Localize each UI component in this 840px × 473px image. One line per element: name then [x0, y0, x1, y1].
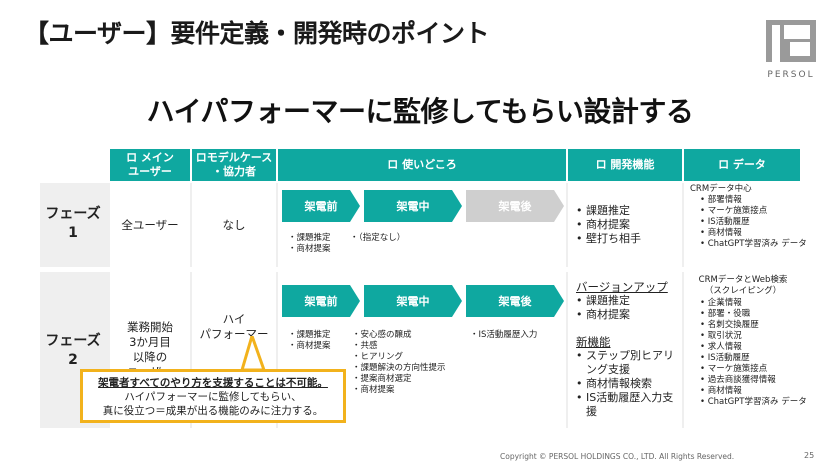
phase1-data-list: 部署情報 マーケ施策接点 IS活動履歴 商材情報 ChatGPT学習済み データ [690, 195, 808, 250]
list-item: （指定なし） [350, 233, 406, 244]
list-item: 課題推定 [576, 294, 630, 308]
phase2-after-list: IS活動履歴入力 [470, 330, 538, 341]
list-item: 壁打ち相手 [576, 232, 641, 246]
header-main-user: ロ メイン ユーザー [110, 149, 190, 181]
list-item: 課題推定 [576, 204, 641, 218]
callout-line1: 架電者すべてのやり方を支援することは不可能。 [98, 377, 328, 389]
phase2-dev-section2-title: 新機能 [576, 335, 611, 349]
phase1-stage-before: 架電前 [282, 190, 360, 222]
list-item: ChatGPT学習済み データ [690, 397, 808, 408]
persol-logo-mark [766, 20, 816, 62]
phase1-model-case: なし [192, 183, 276, 267]
list-item: 企業情報 [690, 298, 808, 309]
phase1-label: フェーズ 1 [45, 206, 101, 241]
phase1-before-list: 課題推定 商材提案 [288, 233, 331, 255]
list-item: 商材情報 [690, 386, 808, 397]
slide-title: 【ユーザー】要件定義・開発時のポイント [24, 19, 490, 48]
list-item: 課題推定 [288, 233, 331, 244]
header-usage: ロ 使いどころ [278, 149, 566, 181]
list-item: 商材情報検索 [576, 377, 678, 391]
list-item: 求人情報 [690, 342, 808, 353]
list-item: ステップ別ヒアリング支援 [576, 349, 678, 377]
callout-box: 架電者すべてのやり方を支援することは不可能。 ハイパフォーマーに監修してもらい、… [80, 369, 346, 423]
header-data: ロ データ [684, 149, 800, 181]
phase1-main-user: 全ユーザー [110, 183, 190, 267]
callout-line3: 真に役立つ＝成果が出る機能のみに注力する。 [102, 405, 324, 417]
list-item: 商材提案 [576, 218, 641, 232]
headline: ハイパフォーマーに監修してもらい設計する [146, 95, 694, 128]
callout-tail [240, 336, 266, 370]
phase2-dev-section2-list: ステップ別ヒアリング支援 商材情報検索 IS活動履歴入力支援 [576, 349, 678, 419]
phase2-stage-arrows: 架電前 架電中 架電後 [282, 285, 564, 317]
logo-text: PERSOL [767, 70, 815, 80]
list-item: 名刺交換履歴 [690, 320, 808, 331]
phase2-during-list: 安心感の醸成 共感 ヒアリング 課題解決の方向性提示 提案商材選定 商材提案 [352, 330, 446, 396]
list-item: 課題解決の方向性提示 [352, 363, 446, 374]
phase2-stage-before: 架電前 [282, 285, 360, 317]
list-item: ChatGPT学習済み データ [690, 239, 808, 250]
list-item: 過去商談獲得情報 [690, 375, 808, 386]
phase2-label: フェーズ 2 [45, 333, 101, 368]
phase1-data-head: CRMデータ中心 [690, 184, 752, 194]
list-item: 商材情報 [690, 228, 808, 239]
callout-line2: ハイパフォーマーに監修してもらい、 [124, 391, 302, 403]
list-item: 共感 [352, 341, 446, 352]
list-item: ヒアリング [352, 352, 446, 363]
list-item: 課題推定 [288, 330, 331, 341]
list-item: マーケ施策接点 [690, 364, 808, 375]
phase2-before-list: 課題推定 商材提案 [288, 330, 331, 352]
list-item: 部署・役職 [690, 309, 808, 320]
list-item: 商材提案 [576, 308, 630, 322]
phase2-dev-section1-list: 課題推定 商材提案 [576, 294, 630, 322]
phase1-stage-arrows: 架電前 架電中 架電後 [282, 190, 564, 222]
phase2-stage-after: 架電後 [466, 285, 564, 317]
phase2-data-list: 企業情報 部署・役職 名刺交換履歴 取引状況 求人情報 IS活動履歴 マーケ施策… [690, 298, 808, 408]
list-item: 商材提案 [352, 385, 446, 396]
phase2-data-head: CRMデータとWeb検索 （スクレイピング） [698, 275, 788, 296]
phase2-stage-during: 架電中 [364, 285, 462, 317]
copyright: Copyright © PERSOL HOLDINGS CO., LTD. Al… [500, 452, 735, 461]
list-item: 商材提案 [288, 244, 331, 255]
list-item: マーケ施策接点 [690, 206, 808, 217]
phase1-during-list: （指定なし） [350, 233, 406, 244]
persol-logo: PERSOL [762, 20, 820, 80]
phase1-stage-during: 架電中 [364, 190, 462, 222]
phase2-dev-section1-title: バージョンアップ [576, 280, 668, 294]
list-item: 安心感の醸成 [352, 330, 446, 341]
list-item: IS活動履歴 [690, 353, 808, 364]
phase1-stage-after: 架電後 [466, 190, 564, 222]
list-item: 取引状況 [690, 331, 808, 342]
phase1-dev-list: 課題推定 商材提案 壁打ち相手 [576, 204, 641, 246]
list-item: 部署情報 [690, 195, 808, 206]
list-item: IS活動履歴入力 [470, 330, 538, 341]
page-number: 25 [804, 451, 815, 460]
list-item: 商材提案 [288, 341, 331, 352]
list-item: IS活動履歴入力支援 [576, 391, 678, 419]
header-dev-function: ロ 開発機能 [568, 149, 682, 181]
header-model-case: ロモデルケース ・協力者 [192, 149, 276, 181]
list-item: 提案商材選定 [352, 374, 446, 385]
list-item: IS活動履歴 [690, 217, 808, 228]
